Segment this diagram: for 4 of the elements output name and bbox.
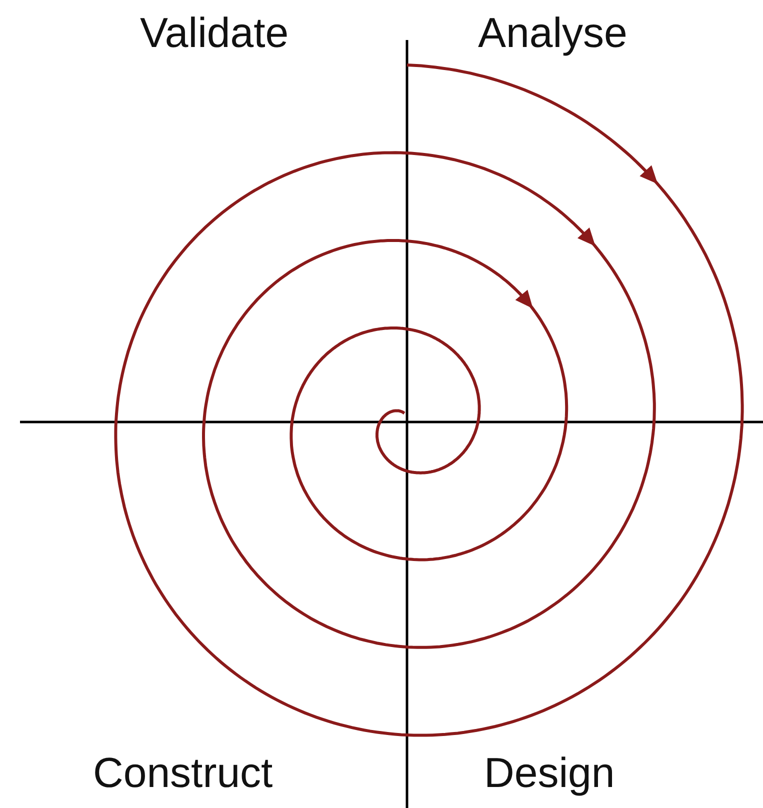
quadrant-label: Validate (140, 12, 289, 54)
quadrant-label: Construct (93, 752, 273, 794)
quadrant-label: Analyse (478, 12, 628, 54)
quadrant-label: Design (484, 752, 615, 794)
